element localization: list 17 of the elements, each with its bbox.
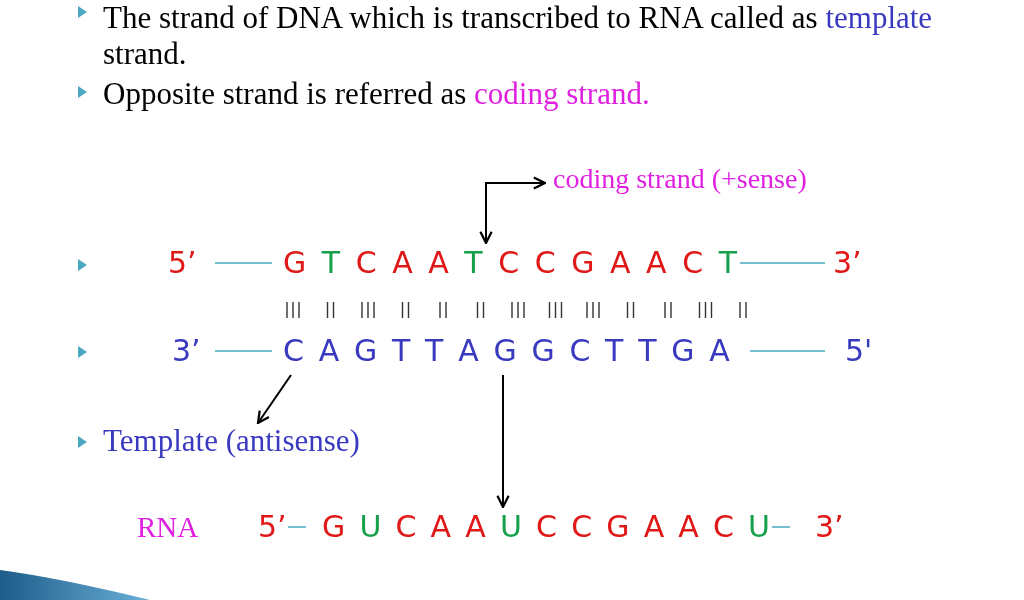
bullet-text: The strand of DNA which is transcribed to RNA called as template strand. [103,0,934,72]
arrow [479,176,547,245]
strand-label: Template (antisense) [103,423,403,461]
base-sequence: G U C A A U C C G A A C U [322,509,773,544]
strand-label: coding strand (+sense) [553,163,883,199]
strand-end-label: 3’ [815,509,844,544]
base-sequence: C A G T T A G G C T T G A [283,333,733,368]
strand-end-label: 5’ [258,509,287,544]
bullet-text: Opposite strand is referred as coding strand. [103,76,651,112]
arrow [256,374,292,425]
strand-end-label: 3’ [833,245,862,280]
molecule-label: RNA [137,511,199,544]
strand-end-label: 5' [845,333,873,368]
strand-end-label: 3’ [172,333,201,368]
strand-end-label: 5’ [168,245,197,280]
base-sequence: G T C A A T C C G A A C T [283,245,740,280]
arrow [496,374,510,509]
